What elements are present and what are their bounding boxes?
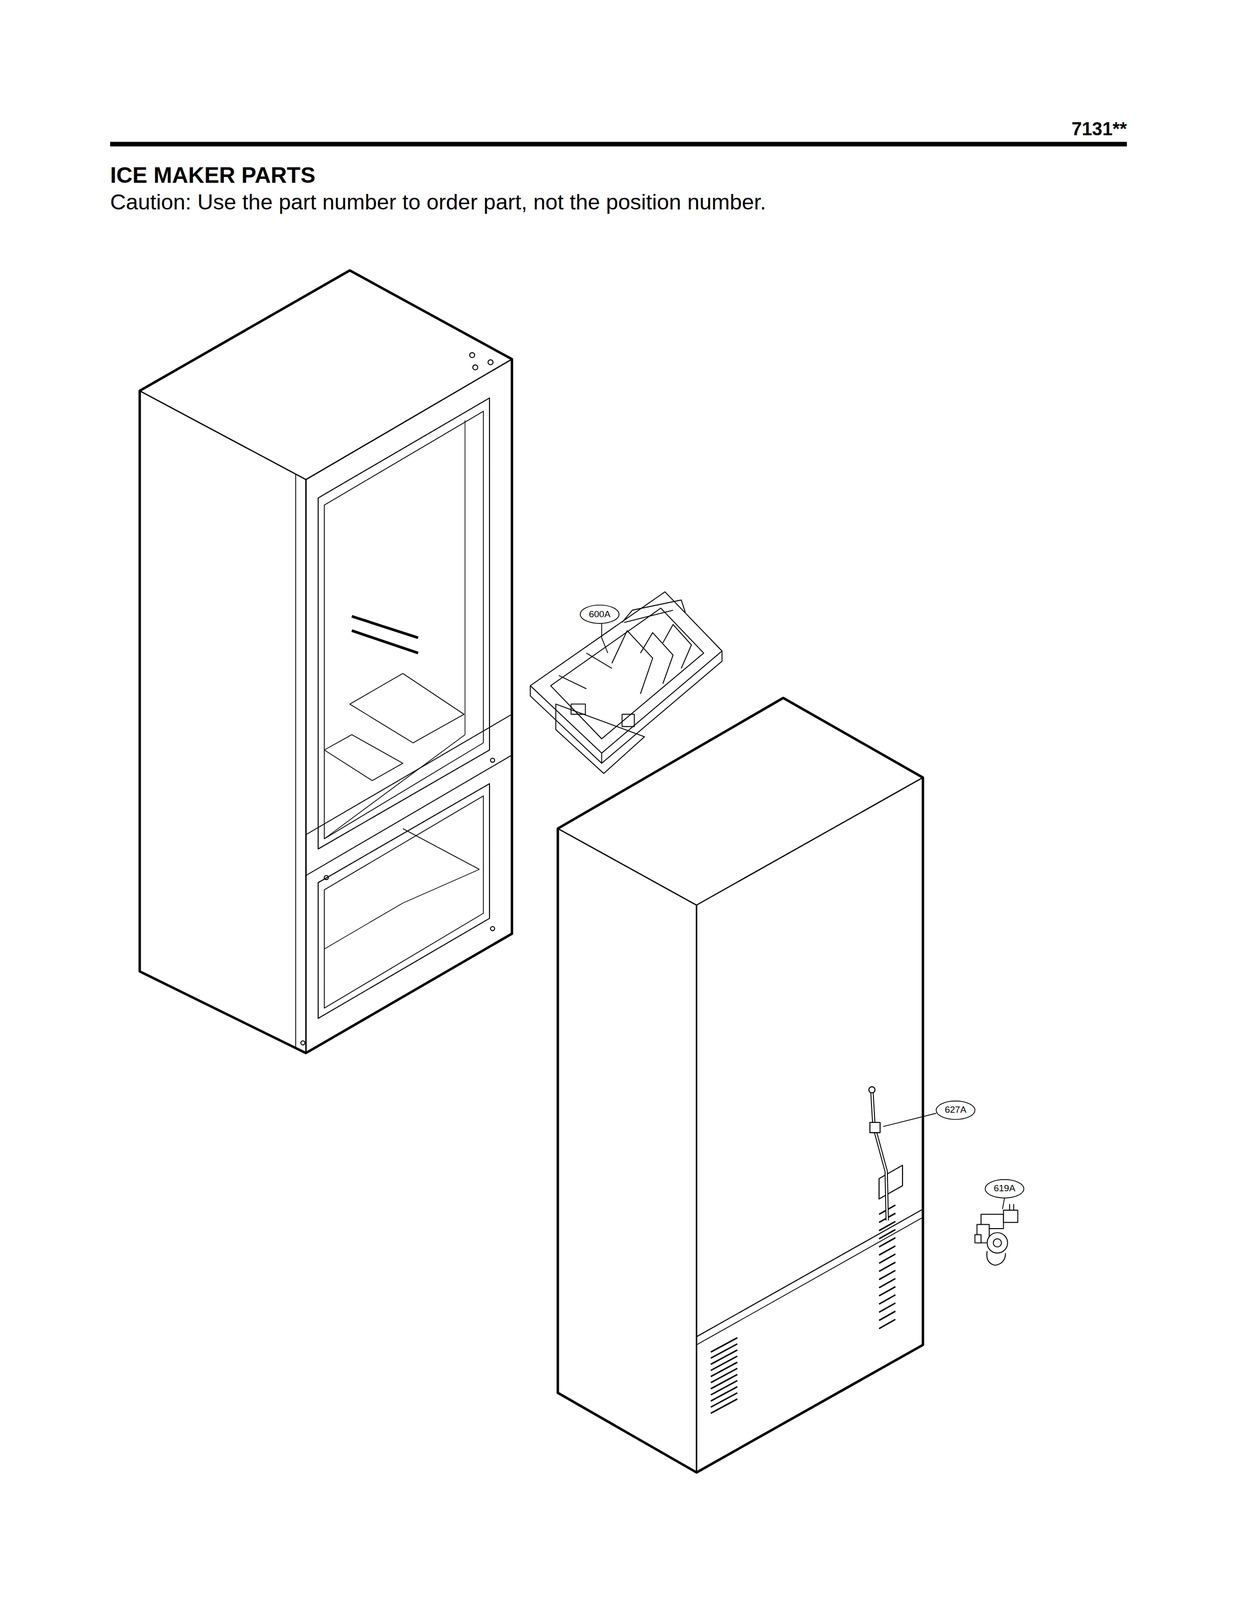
section-title: ICE MAKER PARTS bbox=[110, 162, 316, 189]
ice-maker bbox=[530, 591, 723, 774]
page-code: 7131** bbox=[1071, 118, 1127, 141]
water-valve bbox=[974, 1203, 1018, 1265]
water-tube bbox=[869, 1086, 888, 1221]
callout-number: 619A bbox=[993, 1182, 1015, 1194]
cabinet-cover bbox=[557, 697, 923, 1473]
callout-number: 627A bbox=[944, 1104, 967, 1115]
caution-note: Caution: Use the part number to order pa… bbox=[110, 189, 766, 215]
callout-number: 600A bbox=[588, 608, 611, 620]
header-rule bbox=[110, 142, 1127, 147]
callout-leaders bbox=[580, 604, 1024, 1209]
cabinet-case bbox=[139, 270, 512, 1053]
